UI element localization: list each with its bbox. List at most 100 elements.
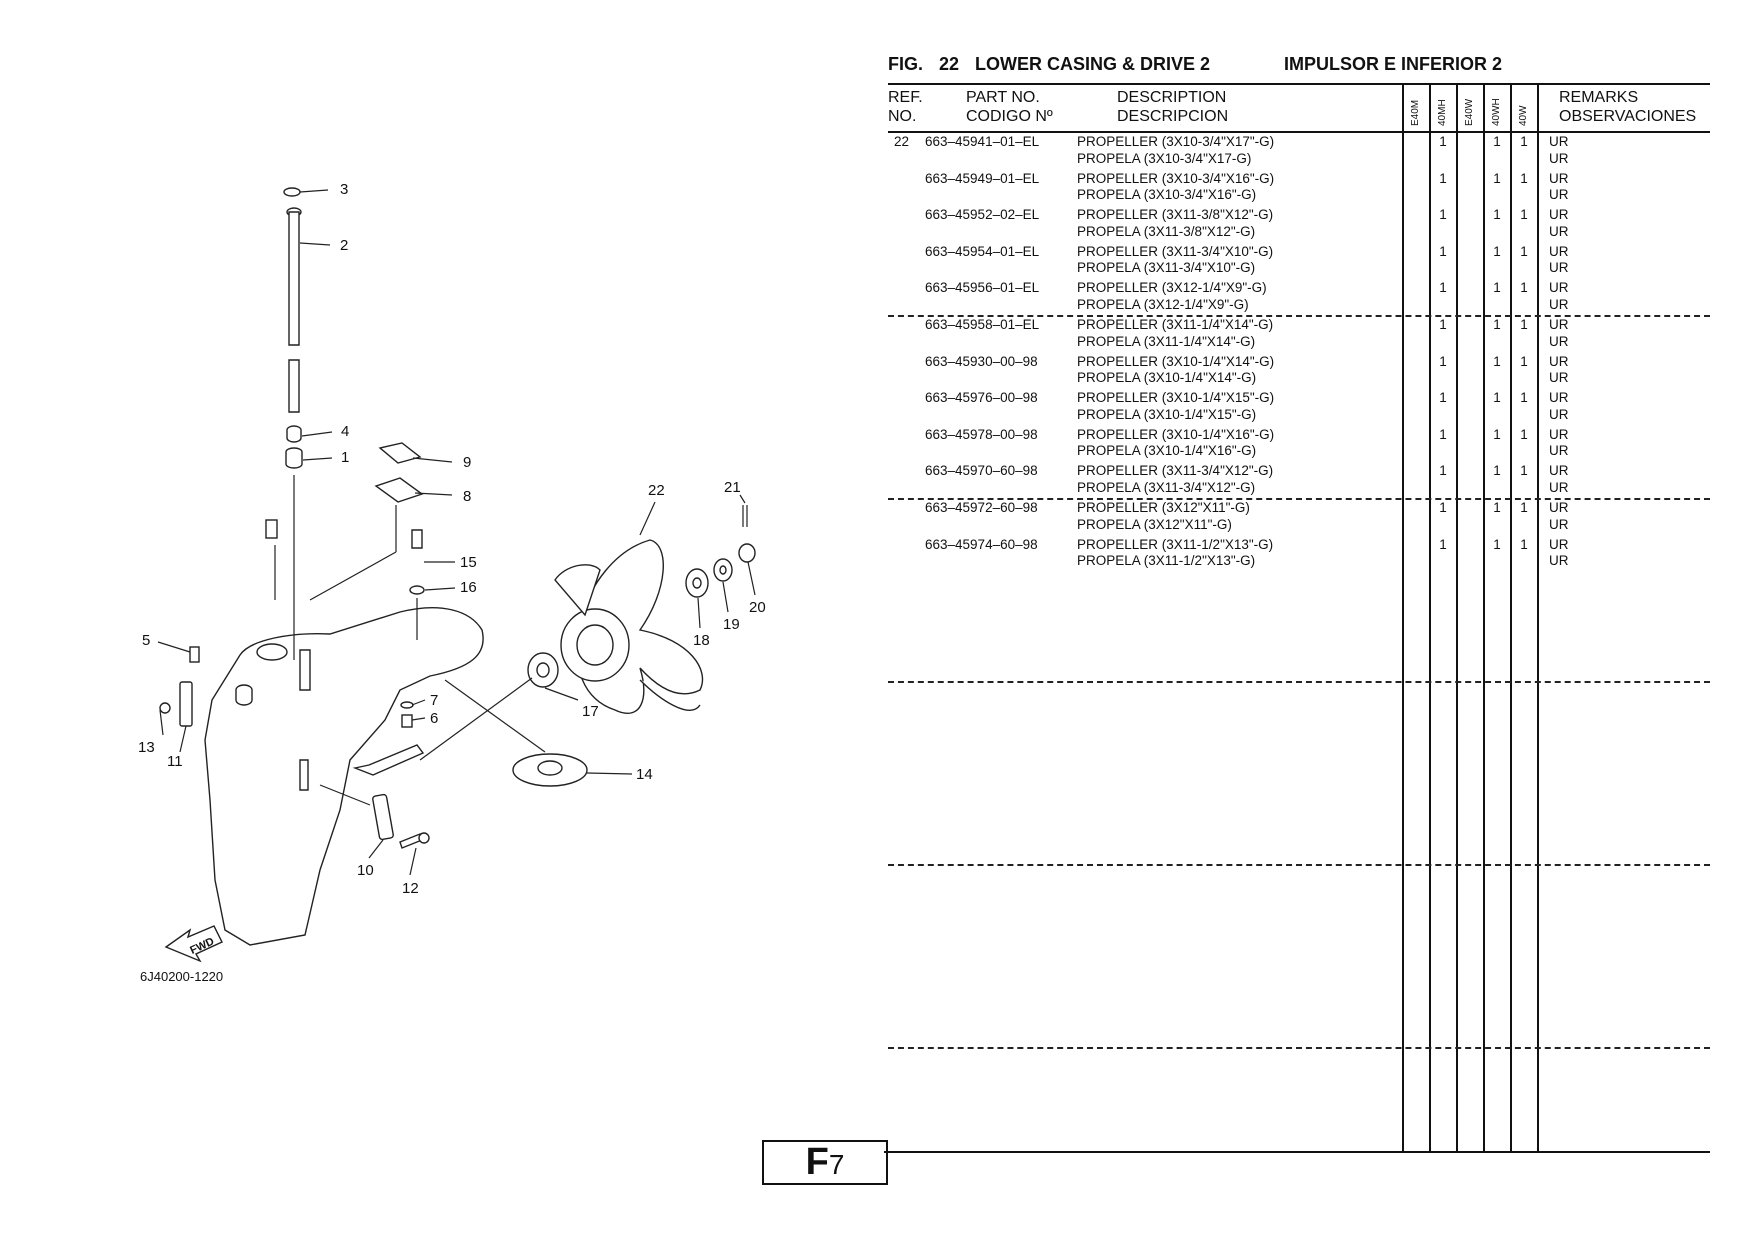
header-desc-en: DESCRIPTION [1117,89,1227,106]
part-11-clip [179,681,193,727]
row-description-en: PROPELLER (3X12"X11"-G) [1077,500,1250,515]
header-part-es: CODIGO Nº [966,108,1053,125]
callout-3: 3 [340,181,348,198]
part-16-washer [409,585,425,595]
row-remark-en: UR [1549,280,1569,296]
header-desc-es: DESCRIPCION [1117,108,1229,125]
row-part-number: 663–45956–01–EL [925,280,1040,296]
part-12-bolt-head [418,832,430,844]
row-qty-40w: 1 [1520,280,1528,296]
callout-17: 17 [582,703,599,720]
row-qty-40mh: 1 [1439,353,1447,369]
row-description-es: PROPELA (3X11-3/4"X10"-G) [1077,260,1256,276]
callout-18: 18 [693,632,710,649]
casing-bolt-boss [235,684,253,706]
row-qty-40mh: 1 [1439,317,1447,332]
group-separator-5 [888,1047,1710,1049]
footer-rule [884,1151,1710,1153]
callout-22: 22 [648,482,665,499]
page-number-box: F7 [762,1140,888,1185]
callout-2: 2 [340,237,348,254]
row-qty-40w: 1 [1520,390,1528,406]
part-10-anode [372,793,394,841]
callout-8: 8 [463,488,471,505]
column-divider-6 [1537,85,1539,1152]
casing-water-tube-boss [256,643,288,661]
row-part-number: 663–45952–02–EL [925,207,1040,223]
row-description-en: PROPELLER (3X12-1/4"X9"-G) [1077,280,1267,296]
row-qty-40mh: 1 [1439,280,1447,296]
row-remark-es: UR [1549,223,1569,239]
row-remark-en: UR [1549,426,1569,442]
row-description-es: PROPELA (3X12"X11"-G) [1077,516,1232,532]
row-remark-en: UR [1549,170,1569,186]
row-qty-40mh: 1 [1439,170,1447,186]
callout-1: 1 [341,449,349,466]
part-22-propeller-blade-edge [639,679,701,711]
row-description-en: PROPELLER (3X10-3/4"X16"-G) [1077,170,1275,186]
row-description-es: PROPELA (3X10-3/4"X16"-G) [1077,187,1257,203]
row-description-es: PROPELA (3X11-1/4"X14"-G) [1077,333,1256,349]
row-ref: 22 [894,134,910,149]
column-divider-5 [1510,85,1512,1152]
group-separator-1 [888,315,1710,317]
part-1-seal [285,447,303,469]
row-remark-es: UR [1549,479,1569,495]
part-2-rod-upper [288,211,300,346]
row-remark-en: UR [1549,207,1569,223]
row-description-en: PROPELLER (3X11-1/4"X14"-G) [1077,317,1274,332]
fig-title-es: IMPULSOR E INFERIOR 2 [1284,54,1503,74]
header-top-rule [888,83,1710,85]
row-description-es: PROPELA (3X11-1/2"X13"-G) [1077,553,1256,569]
row-qty-40wh: 1 [1493,536,1501,552]
row-remark-en: UR [1549,500,1569,515]
part-9-plate [378,442,422,464]
row-part-number: 663–45930–00–98 [925,353,1038,369]
page-number: 7 [828,1149,845,1180]
callout-11: 11 [167,753,183,770]
casing-water-inlet [299,759,309,791]
row-part-number: 663–45978–00–98 [925,426,1038,442]
row-part-number: 663–45976–00–98 [925,390,1038,406]
callout-4: 4 [341,423,349,440]
header-bottom-rule [888,131,1710,133]
row-qty-40w: 1 [1520,463,1528,479]
row-remark-es: UR [1549,553,1569,569]
part-3-o-ring [283,187,301,197]
column-divider-1 [1402,85,1404,1152]
row-qty-40w: 1 [1520,317,1528,332]
drawing-code: 6J40200-1220 [140,969,223,984]
row-qty-40wh: 1 [1493,317,1501,332]
row-qty-40mh: 1 [1439,243,1447,259]
group-separator-4 [888,864,1710,866]
propeller-shaft [352,744,425,776]
row-remark-en: UR [1549,134,1569,149]
callout-10: 10 [357,862,374,879]
row-description-es: PROPELA (3X10-1/4"X16"-G) [1077,443,1257,459]
exploded-parts-diagram: 3 2 4 1 9 8 15 16 5 7 6 13 11 14 17 18 1… [138,181,766,984]
row-remark-es: UR [1549,187,1569,203]
callout-12: 12 [402,880,419,897]
callout-6: 6 [430,710,438,727]
row-qty-40mh: 1 [1439,207,1447,223]
column-divider-2 [1429,85,1431,1152]
callout-labels: 3 2 4 1 9 8 15 16 5 7 6 13 11 14 17 18 1… [138,181,766,897]
header-ref-en: REF. [888,89,923,106]
row-qty-40mh: 1 [1439,390,1447,406]
row-description-es: PROPELA (3X10-3/4"X17-G) [1077,150,1252,166]
part-4-bushing [286,425,302,443]
row-description-en: PROPELLER (3X10-1/4"X15"-G) [1077,390,1275,406]
row-remark-en: UR [1549,353,1569,369]
callout-13: 13 [138,739,155,756]
part-8-plate [374,477,424,503]
part-20-nut [738,543,756,563]
row-description-en: PROPELLER (3X11-3/8"X12"-G) [1077,207,1274,223]
row-qty-40w: 1 [1520,243,1528,259]
part-22-propeller-blade-top [554,564,601,617]
row-remark-en: UR [1549,243,1569,259]
row-remark-en: UR [1549,317,1569,332]
row-qty-40mh: 1 [1439,426,1447,442]
row-qty-40wh: 1 [1493,207,1501,223]
row-qty-40w: 1 [1520,426,1528,442]
